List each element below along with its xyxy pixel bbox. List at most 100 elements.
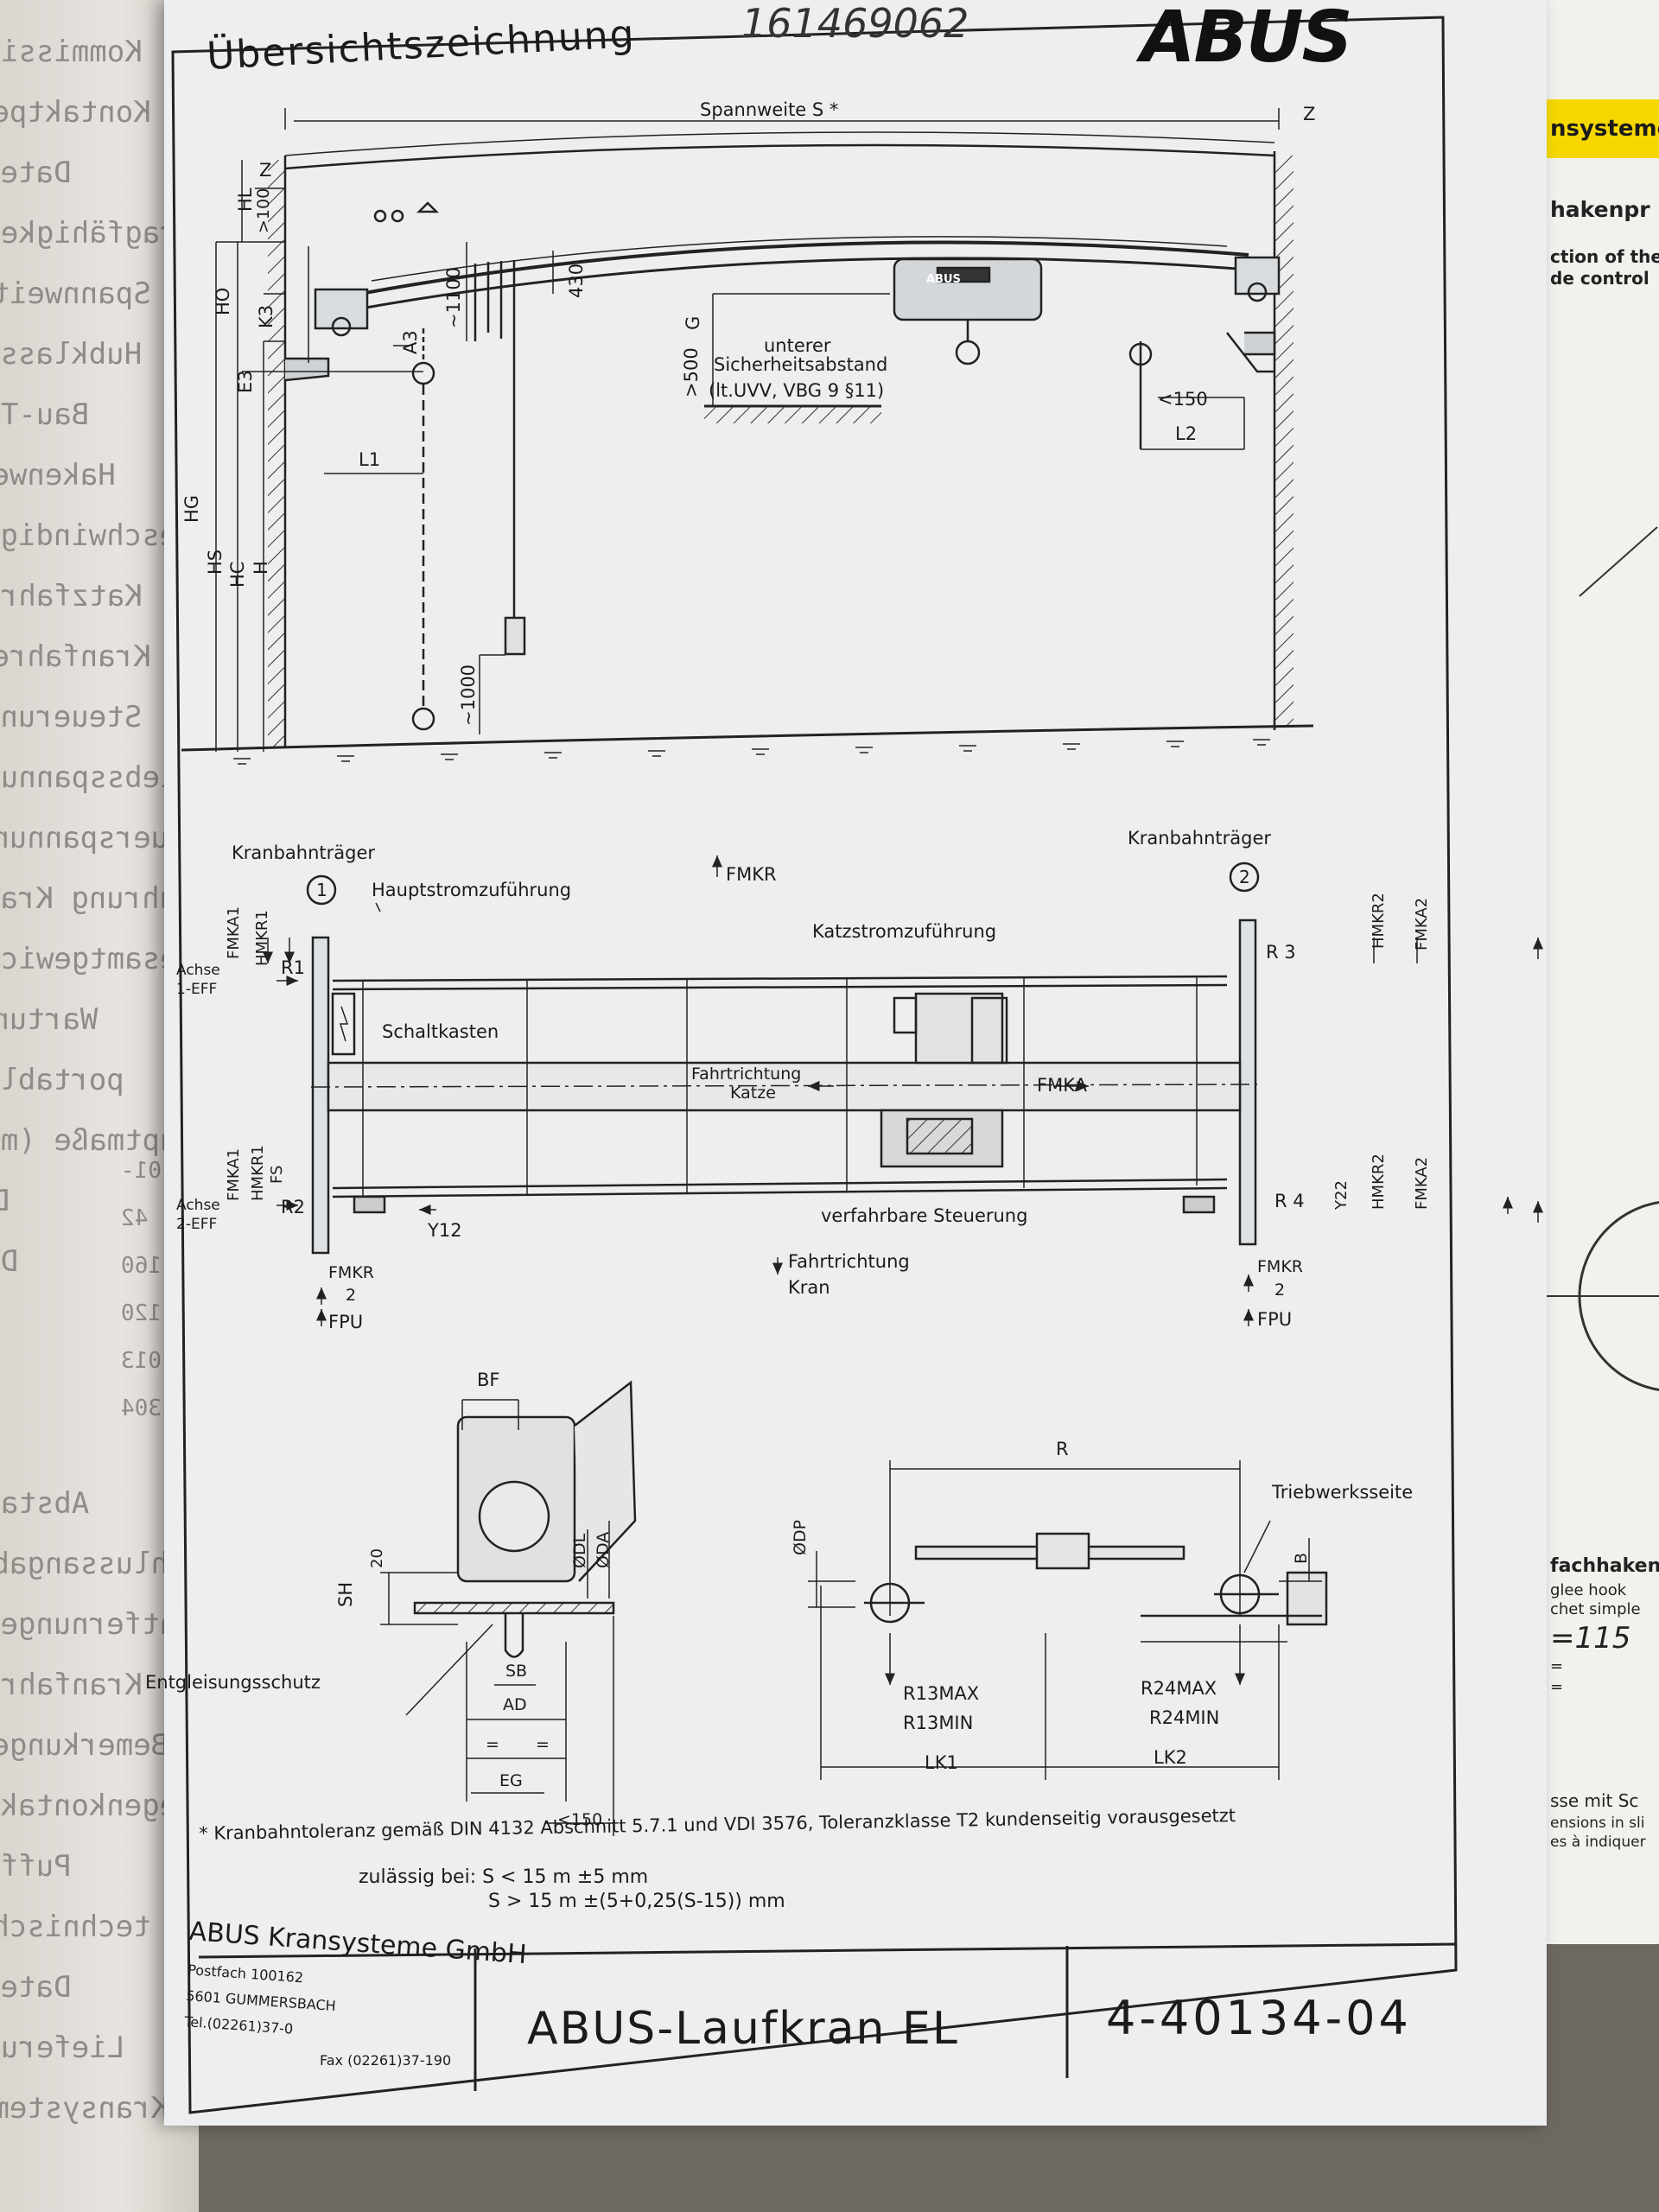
label-ho: HO (213, 287, 233, 315)
left-page-mirrored-line: portable (0, 1063, 124, 1097)
label-hmkr1: HMKR1 (253, 910, 271, 966)
left-page-mirrored-line: Abstand (0, 1486, 90, 1521)
label-y12: Y12 (428, 1220, 462, 1241)
footnote-line-3: S > 15 m ±(5+0,25(S-15)) mm (488, 1891, 785, 1912)
left-page-mirrored-line: Dl (0, 1184, 10, 1218)
label-fmka1-b: FMKA1 (225, 1147, 243, 1201)
label-1100: ~1100 (443, 266, 464, 328)
label-hs: HS (205, 549, 226, 575)
label-safety-3: (lt.UVV, VBG 9 §11) (709, 380, 885, 401)
label-dl: ØDL (570, 1533, 589, 1568)
left-page-mirrored-line: Kontaktper (0, 95, 151, 130)
label-1000: ~1000 (458, 664, 479, 726)
label-fpu-right: FPU (1257, 1309, 1293, 1330)
label-r2: R2 (281, 1197, 305, 1217)
left-page-mirrored-line: Steuerung (0, 700, 143, 734)
label-fpu-left: FPU (328, 1312, 364, 1332)
detail-end-carriage (808, 1460, 1328, 1780)
label-span: Spannweite S * (700, 99, 839, 120)
left-page-mirrored-value: 42 (121, 1205, 149, 1231)
label-runway-right: Kranbahnträger (1128, 828, 1272, 849)
label-150b: <150 (557, 1810, 603, 1829)
label-travel-trolley-2: Katze (730, 1084, 776, 1103)
label-500: >500 (681, 347, 702, 397)
label-fs: FS (268, 1165, 286, 1184)
right-page-line: =115 (1550, 1621, 1631, 1656)
label-e3: E3 (235, 370, 256, 393)
left-page-mirrored-value: 304 (121, 1395, 162, 1421)
left-page-mirrored-value: 160 (121, 1253, 162, 1279)
label-r1: R1 (281, 957, 305, 978)
left-page-mirrored-line: Kranfahrer (0, 1668, 143, 1702)
technical-drawing (171, 16, 1543, 2114)
label-achse1a: Achse (176, 962, 220, 979)
right-page-line: hakenpr (1550, 197, 1650, 222)
left-page-mirrored-value: 013 (121, 1348, 162, 1374)
label-hmkr2-b: HMKR2 (1370, 1154, 1388, 1210)
drawing-sheet: Übersichtszeichnung 161469062 ABUS Spann… (145, 0, 1547, 2126)
left-page-mirrored-value: 01- (121, 1158, 162, 1184)
left-page-mirrored-line: Daten (0, 1970, 72, 2005)
left-page-mirrored-line: Spannweite (0, 276, 151, 311)
label-lk1: LK1 (925, 1752, 958, 1773)
handwritten-drawing-number: 161469062 (741, 0, 969, 47)
label-trolley-supply: Katzstromzuführung (812, 921, 997, 942)
label-l2: L2 (1175, 423, 1198, 444)
label-achse2a: Achse (176, 1197, 220, 1214)
right-page-line: = (1550, 1678, 1564, 1696)
label-r: R (1056, 1439, 1069, 1459)
left-page-mirrored-line: Daten (0, 156, 72, 190)
left-page-mirrored-line: Hakenweg (0, 458, 116, 493)
label-circle-1: 1 (316, 880, 327, 900)
right-page-edge: nsysteme hakenpr ction of the de control… (1542, 0, 1659, 1944)
left-page-mirrored-line: Hubklasse (0, 337, 143, 372)
plan-view (263, 855, 1543, 1326)
label-derailment-guard: Entgleisungsschutz (145, 1672, 321, 1693)
label-l1: L1 (359, 449, 381, 470)
title-block-drawing-number: 4-40134-04 (1106, 1991, 1412, 2045)
label-y22: Y22 (1332, 1180, 1351, 1210)
label-z-right: Z (1303, 104, 1316, 124)
label-drive-side: Triebwerksseite (1272, 1482, 1414, 1503)
right-page-line: = (1550, 1657, 1564, 1675)
label-main-supply: Hauptstromzuführung (372, 880, 572, 900)
label-runway-left: Kranbahnträger (232, 842, 376, 863)
label-hmkr2: HMKR2 (1370, 893, 1388, 949)
label-fmkr-half-left-num: FMKR (328, 1263, 374, 1282)
label-safety-1: unterer (764, 335, 831, 356)
label-eq-1: = (486, 1735, 499, 1754)
label-travel-trolley-1: Fahrtrichtung (691, 1065, 802, 1084)
right-page-circle-fragment (1545, 1200, 1659, 1392)
label-k3: K3 (256, 304, 276, 328)
label-travel-crane-1: Fahrtrichtung (788, 1251, 910, 1272)
right-page-line: fachhaken (1550, 1555, 1659, 1577)
label-fmka: FMKA (1037, 1075, 1087, 1096)
right-page-line: ensions in sli (1550, 1815, 1645, 1832)
label-a3: A3 (400, 330, 421, 354)
label-bf: BF (477, 1370, 500, 1390)
label-fmka1: FMKA1 (225, 906, 243, 959)
left-page-mirrored-value: 120 (121, 1300, 162, 1326)
label-eq-2: = (536, 1735, 550, 1754)
detail-wheel-rail (380, 1380, 637, 1836)
label-hg: HG (181, 494, 202, 523)
label-achse2b: 2-EFF (176, 1216, 218, 1233)
label-hl: HL (235, 188, 256, 213)
label-circle-2: 2 (1239, 867, 1250, 887)
left-page-mirrored-line: Kransysteme (0, 2091, 169, 2126)
side-view (181, 108, 1314, 765)
label-fmkr-half-right-num: FMKR (1257, 1257, 1303, 1276)
right-page-header: nsysteme (1545, 99, 1659, 158)
right-page-line: glee hook (1550, 1581, 1627, 1599)
title-block-product: ABUS-Laufkran EL (527, 2003, 959, 2055)
trolley-brand: ABUS (926, 273, 961, 286)
label-travel-crane-2: Kran (788, 1277, 830, 1298)
label-150: <150 (1158, 389, 1208, 410)
left-page-mirrored-line: Lieferung (0, 2031, 125, 2065)
abus-logo: ABUS (1141, 0, 1353, 79)
left-page-mirrored-line: Puffer (0, 1849, 72, 1884)
label-safety-2: Sicherheitsabstand (714, 354, 888, 375)
right-page-line: sse mit Sc (1550, 1790, 1639, 1811)
label-430: 430 (566, 263, 587, 298)
label-r13min: R13MIN (903, 1713, 974, 1733)
